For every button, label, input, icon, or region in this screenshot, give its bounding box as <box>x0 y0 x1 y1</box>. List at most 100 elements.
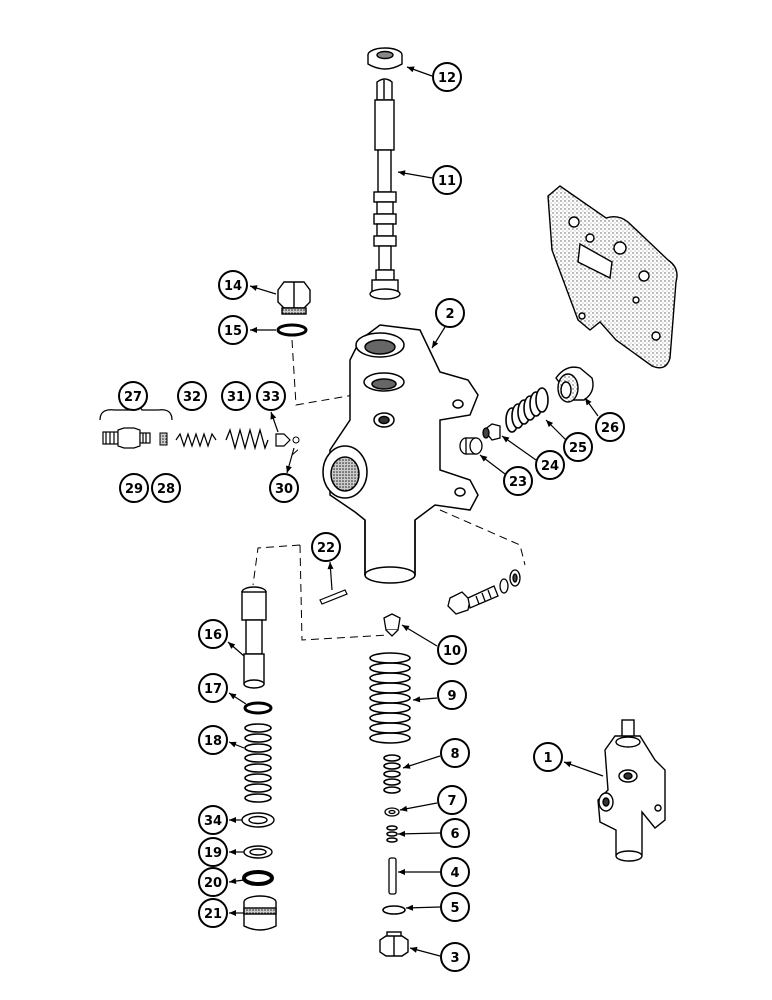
callout-32: 32 <box>177 381 207 411</box>
callout-number: 33 <box>262 390 280 405</box>
callout-20: 20 <box>198 867 245 897</box>
callout-17: 17 <box>198 673 247 705</box>
callout-circle <box>218 315 248 345</box>
screen-part-28 <box>159 432 168 446</box>
leader-arrowhead <box>228 642 236 649</box>
plug-part-3 <box>379 931 409 957</box>
callout-14: 14 <box>218 270 277 300</box>
leader-arrowhead <box>229 849 236 855</box>
plug-part-21 <box>243 895 277 931</box>
callout-number: 29 <box>125 482 143 497</box>
callout-circle <box>198 725 228 755</box>
callout-number: 6 <box>450 827 459 842</box>
callout-number: 34 <box>204 814 222 829</box>
leader-arrowhead <box>400 805 408 812</box>
gasket <box>547 185 678 369</box>
leader-arrowhead <box>402 625 410 632</box>
leader-arrowhead <box>398 869 405 875</box>
leader-arrowhead <box>564 761 572 768</box>
callout-number: 12 <box>438 71 456 86</box>
callout-circle <box>595 412 625 442</box>
snap-ring-part-17 <box>243 701 273 715</box>
callout-circle <box>437 635 467 665</box>
callout-circle <box>435 298 465 328</box>
leader-arrowhead <box>432 340 439 348</box>
assembly-guide-lines <box>252 339 526 641</box>
callout-circle <box>198 898 228 928</box>
spring-part-6 <box>386 825 398 843</box>
callout-number: 10 <box>443 644 461 659</box>
callout-2: 2 <box>431 298 465 349</box>
washer-part-34 <box>241 812 275 828</box>
callout-number: 28 <box>157 482 175 497</box>
plug-part-26 <box>555 366 594 403</box>
plug-part-14 <box>277 281 311 315</box>
pin-part-22 <box>319 589 348 605</box>
leader-arrowhead <box>229 910 236 916</box>
callout-24: 24 <box>501 435 565 480</box>
leader-arrowhead <box>327 562 334 570</box>
leader-arrowhead <box>250 285 258 291</box>
valve-body-part-2 <box>322 324 479 584</box>
callout-22: 22 <box>311 532 341 591</box>
callout-circle <box>503 466 533 496</box>
callout-21: 21 <box>198 898 244 928</box>
callout-number: 14 <box>224 279 242 294</box>
callout-9: 9 <box>412 680 467 710</box>
callout-31: 31 <box>221 381 251 411</box>
callout-circle <box>432 62 462 92</box>
callout-number: 4 <box>450 866 459 881</box>
callout-circle <box>177 381 207 411</box>
callout-number: 15 <box>224 324 242 339</box>
callout-4: 4 <box>398 857 470 887</box>
spool-shaft-part-11 <box>369 78 401 300</box>
callout-number: 20 <box>204 876 222 891</box>
leader-arrowhead <box>413 696 421 703</box>
callout-8: 8 <box>402 738 470 769</box>
callout-23: 23 <box>479 454 533 496</box>
spring-part-18 <box>244 723 272 803</box>
callout-number: 1 <box>543 751 552 766</box>
leader-arrowhead <box>229 817 236 823</box>
callout-number: 30 <box>275 482 293 497</box>
leader-arrowhead <box>406 904 414 911</box>
o-ring-part-5 <box>382 905 406 915</box>
callout-10: 10 <box>401 624 467 665</box>
callout-number: 24 <box>541 459 559 474</box>
leader-arrowhead <box>285 465 292 473</box>
callout-circle <box>269 473 299 503</box>
leader-arrowhead <box>270 412 277 420</box>
callout-circle <box>535 450 565 480</box>
spring-part-8 <box>383 754 401 794</box>
callout-number: 31 <box>227 390 245 405</box>
callout-circle <box>221 381 251 411</box>
poppet-part-33 <box>275 433 291 447</box>
callout-19: 19 <box>198 837 244 867</box>
leader-arrowhead <box>229 741 237 748</box>
callout-circle <box>440 942 470 972</box>
callout-number: 32 <box>183 390 201 405</box>
callout-number: 9 <box>447 689 456 704</box>
callout-number: 22 <box>317 541 335 556</box>
leader-arrowhead <box>250 327 257 333</box>
fitting-part-29 <box>102 427 151 449</box>
callout-6: 6 <box>397 818 470 848</box>
callout-number: 11 <box>438 174 456 189</box>
callout-circle <box>440 857 470 887</box>
callout-circle <box>198 837 228 867</box>
callout-34: 34 <box>198 805 242 835</box>
callout-number: 7 <box>447 794 456 809</box>
o-ring-part-20 <box>242 870 274 886</box>
leader-line <box>397 832 441 835</box>
valve-assembly-part-1 <box>597 719 666 862</box>
o-ring-part-15 <box>276 323 308 337</box>
leader-arrowhead <box>502 436 510 443</box>
callout-number: 8 <box>450 747 459 762</box>
piston-part-16 <box>241 586 267 689</box>
callout-number: 16 <box>204 628 222 643</box>
callout-28: 28 <box>151 473 181 503</box>
washer-part-19 <box>243 845 273 859</box>
callout-5: 5 <box>405 892 470 922</box>
seat-part-23 <box>459 437 483 455</box>
